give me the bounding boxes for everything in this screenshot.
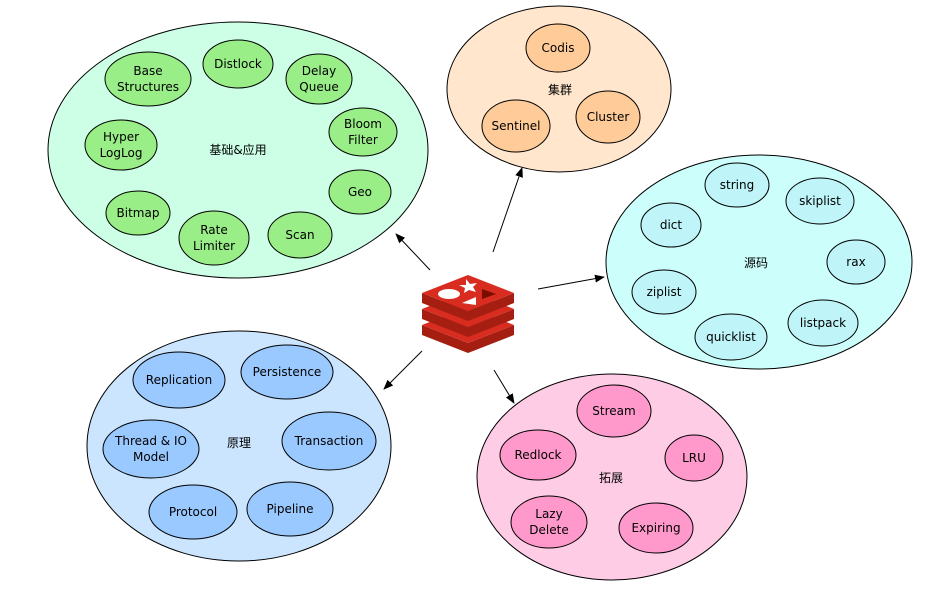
- node-label: skiplist: [799, 194, 841, 208]
- group-basics: 基础&应用 Base Structures Distlock Delay Que…: [47, 21, 429, 279]
- node-label: Expiring: [631, 521, 680, 535]
- arrow-to-basics: [395, 233, 431, 271]
- node-label: Pipeline: [267, 502, 314, 516]
- node-label: Bitmap: [117, 206, 160, 220]
- node-label: Protocol: [169, 505, 217, 519]
- node-label: Stream: [592, 404, 635, 418]
- group-principle-label: 原理: [227, 436, 251, 450]
- node-label: Limiter: [193, 239, 235, 253]
- node-label: quicklist: [706, 330, 756, 344]
- node-skiplist[interactable]: skiplist: [785, 177, 855, 225]
- node-label: Codis: [542, 41, 575, 55]
- node-label: Rate: [200, 223, 228, 237]
- node-rate-limiter[interactable]: Rate Limiter: [178, 210, 250, 266]
- node-label: Hyper: [103, 130, 139, 144]
- group-principle: 原理 Replication Persistence Thread & IO M…: [86, 330, 392, 562]
- arrow-to-principle: [383, 350, 423, 390]
- node-label: Distlock: [214, 57, 262, 71]
- node-label: Thread & IO: [114, 434, 187, 448]
- node-label: Base: [133, 64, 162, 78]
- node-protocol[interactable]: Protocol: [148, 484, 238, 540]
- node-bitmap[interactable]: Bitmap: [105, 190, 171, 236]
- node-label: Lazy: [535, 507, 562, 521]
- redis-logo-icon: [422, 275, 514, 353]
- node-thread-io-model[interactable]: Thread & IO Model: [102, 419, 200, 479]
- node-label: rax: [846, 255, 865, 269]
- node-label: Redlock: [514, 448, 561, 462]
- group-cluster-label: 集群: [548, 82, 572, 97]
- node-label: LRU: [682, 451, 706, 465]
- node-label: Scan: [285, 228, 314, 242]
- group-basics-label: 基础&应用: [209, 142, 266, 157]
- node-geo[interactable]: Geo: [328, 169, 392, 215]
- node-expiring[interactable]: Expiring: [618, 502, 694, 554]
- node-label: Persistence: [253, 365, 322, 379]
- node-cluster[interactable]: Cluster: [575, 90, 641, 144]
- node-bloom-filter[interactable]: Bloom Filter: [328, 107, 398, 157]
- node-label: Structures: [117, 80, 179, 94]
- node-replication[interactable]: Replication: [132, 351, 226, 409]
- group-extension-label: 拓展: [599, 471, 623, 485]
- node-hyper-loglog[interactable]: Hyper LogLog: [84, 119, 158, 171]
- arrow-to-extension: [493, 369, 515, 404]
- node-string[interactable]: string: [704, 162, 770, 208]
- arrow-to-cluster: [492, 167, 523, 253]
- node-stream[interactable]: Stream: [576, 384, 652, 438]
- node-label: LogLog: [100, 146, 143, 160]
- node-dict[interactable]: dict: [640, 202, 702, 248]
- node-label: Bloom: [344, 117, 382, 131]
- node-delay-queue[interactable]: Delay Queue: [285, 53, 353, 105]
- group-extension: 拓展 Stream Redlock LRU Lazy Delete Expiri…: [476, 373, 748, 581]
- group-source: 源码 string skiplist dict rax ziplist list…: [605, 154, 913, 370]
- node-persistence[interactable]: Persistence: [240, 344, 334, 400]
- arrow-to-source: [537, 274, 605, 290]
- node-label: Queue: [299, 80, 338, 94]
- node-ziplist[interactable]: ziplist: [631, 269, 697, 315]
- node-scan[interactable]: Scan: [267, 211, 333, 259]
- node-label: dict: [660, 218, 683, 232]
- group-cluster: 集群 Codis Sentinel Cluster: [446, 5, 672, 173]
- node-label: Filter: [348, 133, 378, 147]
- node-redlock[interactable]: Redlock: [499, 429, 577, 481]
- node-pipeline[interactable]: Pipeline: [246, 481, 334, 537]
- node-label: Delay: [302, 64, 336, 78]
- node-distlock[interactable]: Distlock: [202, 39, 274, 89]
- arrows: [383, 167, 605, 404]
- node-label: Geo: [348, 185, 372, 199]
- node-label: Replication: [146, 373, 212, 387]
- node-listpack[interactable]: listpack: [787, 299, 859, 347]
- node-lru[interactable]: LRU: [664, 434, 724, 482]
- node-label: string: [720, 178, 754, 192]
- node-label: Cluster: [587, 110, 630, 124]
- node-label: ziplist: [647, 285, 682, 299]
- node-base-structures[interactable]: Base Structures: [104, 51, 192, 107]
- node-sentinel[interactable]: Sentinel: [481, 99, 551, 153]
- node-label: Transaction: [294, 434, 364, 448]
- node-label: Sentinel: [492, 119, 541, 133]
- node-rax[interactable]: rax: [826, 239, 886, 285]
- node-lazy-delete[interactable]: Lazy Delete: [510, 495, 588, 549]
- node-codis[interactable]: Codis: [525, 23, 591, 73]
- node-label: listpack: [800, 316, 846, 330]
- node-quicklist[interactable]: quicklist: [694, 313, 768, 361]
- node-transaction[interactable]: Transaction: [281, 411, 377, 471]
- group-source-label: 源码: [744, 256, 768, 270]
- node-label: Delete: [529, 523, 568, 537]
- node-label: Model: [133, 450, 169, 464]
